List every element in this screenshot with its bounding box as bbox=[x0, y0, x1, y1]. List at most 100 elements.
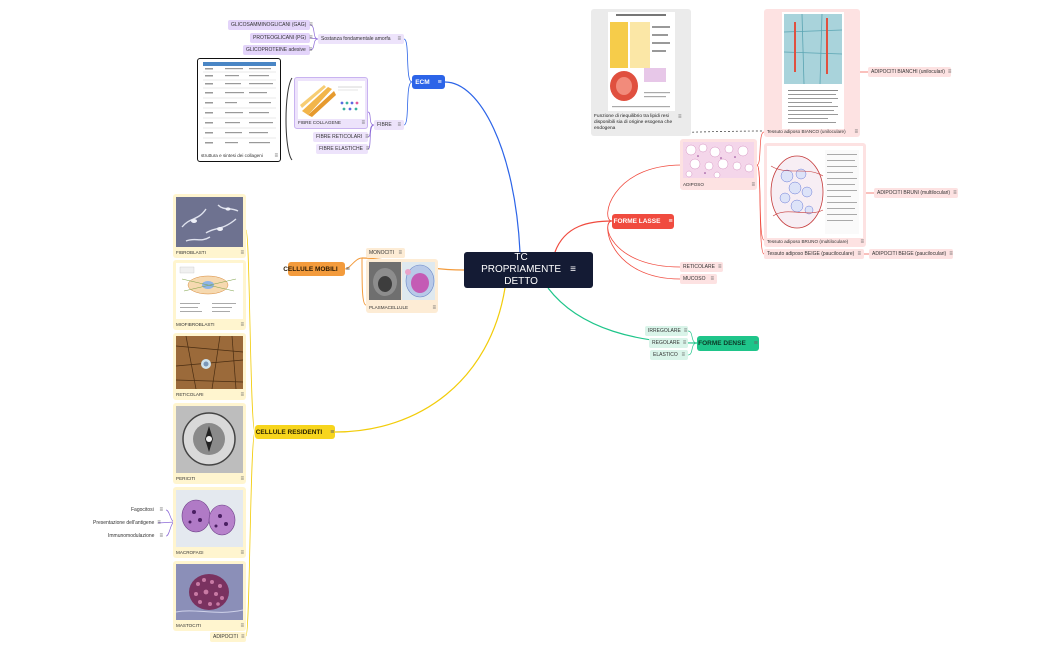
menu-icon[interactable]: ≡ bbox=[274, 153, 278, 159]
miofibroblasti-label: MIOFIBROBLASTI bbox=[176, 322, 215, 327]
gag-node[interactable]: GLICOSAMMINOGLICANI (GAG) ≡ bbox=[228, 20, 313, 30]
forme-lasse-node[interactable]: FORME LASSE ≡ bbox=[612, 214, 674, 229]
menu-icon[interactable]: ≡ bbox=[365, 134, 369, 140]
adipociti-beige-node[interactable]: ADIPOCITI BEIGE (pauciloculari) ≡ bbox=[869, 249, 953, 259]
regolare-label: REGOLARE bbox=[652, 340, 680, 346]
menu-icon[interactable]: ≡ bbox=[397, 122, 401, 128]
macrofagi-node[interactable]: MACROFAGI ≡ bbox=[173, 487, 246, 558]
forme-dense-node[interactable]: FORME DENSE ≡ bbox=[697, 336, 759, 351]
link-ecm-fibre bbox=[403, 81, 413, 126]
ecm-label: ECM bbox=[415, 78, 430, 86]
fibre-reticolari-node[interactable]: FIBRE RETICOLARI ≡ bbox=[313, 132, 369, 142]
cellule-residenti-node[interactable]: CELLULE RESIDENTI ≡ bbox=[255, 425, 335, 439]
mucoso-node[interactable]: MUCOSO ≡ bbox=[680, 274, 717, 284]
menu-icon[interactable]: ≡ bbox=[241, 634, 245, 640]
menu-icon[interactable]: ≡ bbox=[309, 35, 313, 41]
menu-icon[interactable]: ≡ bbox=[365, 146, 370, 152]
menu-icon[interactable]: ≡ bbox=[432, 305, 436, 311]
pg-node[interactable]: PROTEOGLICANI (PG) ≡ bbox=[250, 33, 313, 43]
menu-icon[interactable]: ≡ bbox=[330, 428, 335, 436]
elastico-node[interactable]: ELASTICO ≡ bbox=[650, 350, 688, 360]
link-fibre-elastiche bbox=[367, 124, 375, 150]
menu-icon[interactable]: ≡ bbox=[678, 114, 682, 120]
fibroblasti-label: FIBROBLASTI bbox=[176, 250, 206, 255]
fagocitosi-node[interactable]: Fagocitosi ≡ bbox=[128, 505, 166, 515]
menu-icon[interactable]: ≡ bbox=[681, 352, 685, 358]
bianco-image bbox=[782, 12, 844, 129]
menu-icon[interactable]: ≡ bbox=[570, 264, 576, 275]
immunomodulazione-node[interactable]: Immunomodulazione ≡ bbox=[105, 531, 166, 541]
bruno-image bbox=[767, 146, 863, 238]
funzione-image bbox=[608, 12, 675, 111]
root-node[interactable]: TC PROPRIAMENTE DETTO ≡ bbox=[464, 252, 593, 288]
adiposo-node[interactable]: ADIPOSO ≡ bbox=[680, 139, 757, 190]
mucoso-label: MUCOSO bbox=[683, 276, 706, 282]
periciti-node[interactable]: PERICITI ≡ bbox=[173, 403, 246, 484]
menu-icon[interactable]: ≡ bbox=[309, 22, 313, 28]
menu-icon[interactable]: ≡ bbox=[240, 250, 244, 256]
menu-icon[interactable]: ≡ bbox=[717, 264, 722, 270]
plasmacellule-image-2 bbox=[402, 262, 435, 300]
menu-icon[interactable]: ≡ bbox=[345, 265, 350, 273]
menu-icon[interactable]: ≡ bbox=[753, 340, 758, 347]
fibroblasti-caption: FIBROBLASTI ≡ bbox=[176, 250, 244, 256]
fagocitosi-label: Fagocitosi bbox=[131, 507, 154, 513]
beige-node[interactable]: Tessuto adiposo BEIGE (paucilocuIare) ≡ bbox=[764, 249, 864, 259]
irregolare-node[interactable]: IRREGOLARE ≡ bbox=[645, 326, 688, 336]
link-lasse-mucoso bbox=[607, 220, 681, 280]
menu-icon[interactable]: ≡ bbox=[397, 36, 401, 42]
link-mobili-plasma bbox=[361, 257, 367, 306]
menu-icon[interactable]: ≡ bbox=[683, 328, 688, 334]
glicoproteine-node[interactable]: GLICOPROTEINE adesive ≡ bbox=[243, 45, 313, 55]
menu-icon[interactable]: ≡ bbox=[398, 250, 402, 256]
menu-icon[interactable]: ≡ bbox=[947, 69, 952, 75]
menu-icon[interactable]: ≡ bbox=[159, 533, 163, 539]
fibre-elastiche-node[interactable]: FIBRE ELASTICHE ≡ bbox=[316, 144, 370, 154]
fibre-reticolari-label: FIBRE RETICOLARI bbox=[316, 134, 363, 140]
collageni-node[interactable]: struttura e sintesi dei collageni ≡ bbox=[197, 58, 281, 162]
mastociti-node[interactable]: MASTOCITI ≡ bbox=[173, 561, 246, 631]
bruno-node[interactable]: Tessuto adiposo BRUNO (multiloculare) ≡ bbox=[764, 143, 866, 247]
fibre-collagene-node[interactable]: FIBRE COLLAGENE ≡ bbox=[294, 77, 368, 129]
funzione-node[interactable]: Funzione di riequilibrio tra lipidi resi… bbox=[591, 9, 691, 136]
bianco-label: Tessuto adiposo BIANCO (uniloculare) bbox=[767, 129, 846, 134]
menu-icon[interactable]: ≡ bbox=[240, 322, 244, 328]
menu-icon[interactable]: ≡ bbox=[240, 550, 244, 556]
menu-icon[interactable]: ≡ bbox=[240, 392, 244, 398]
menu-icon[interactable]: ≡ bbox=[949, 251, 953, 257]
adipociti-bruni-node[interactable]: ADIPOCITI BRUNI (multiloculari) ≡ bbox=[874, 188, 958, 198]
menu-icon[interactable]: ≡ bbox=[710, 276, 714, 282]
menu-icon[interactable]: ≡ bbox=[159, 507, 163, 513]
menu-icon[interactable]: ≡ bbox=[751, 182, 755, 188]
menu-icon[interactable]: ≡ bbox=[682, 340, 687, 346]
sostanza-node[interactable]: Sostanza fondamentale amorfa ≡ bbox=[318, 34, 404, 44]
ecm-node[interactable]: ECM ≡ bbox=[412, 75, 445, 89]
collageni-caption: struttura e sintesi dei collageni ≡ bbox=[201, 153, 278, 159]
bianco-node[interactable]: Tessuto adiposo BIANCO (uniloculare) ≡ bbox=[764, 9, 860, 137]
menu-icon[interactable]: ≡ bbox=[361, 120, 365, 126]
cellule-mobili-node[interactable]: CELLULE MOBILI ≡ bbox=[283, 262, 350, 276]
menu-icon[interactable]: ≡ bbox=[857, 251, 861, 257]
menu-icon[interactable]: ≡ bbox=[860, 239, 864, 245]
fibroblasti-node[interactable]: FIBROBLASTI ≡ bbox=[173, 194, 246, 258]
menu-icon[interactable]: ≡ bbox=[437, 78, 442, 86]
menu-icon[interactable]: ≡ bbox=[308, 47, 313, 53]
menu-icon[interactable]: ≡ bbox=[953, 190, 957, 196]
reticolare-node[interactable]: RETICOLARE ≡ bbox=[680, 262, 723, 272]
menu-icon[interactable]: ≡ bbox=[240, 476, 244, 482]
plasmacellule-node[interactable]: PLASMACELLULE ≡ bbox=[366, 259, 438, 313]
adipociti-bianchi-node[interactable]: ADIPOCITI BIANCHI (uniloculari) ≡ bbox=[868, 67, 951, 77]
monociti-node[interactable]: MONOCITI ≡ bbox=[366, 248, 405, 258]
adipociti-node[interactable]: ADIPOCITI ≡ bbox=[210, 632, 246, 642]
menu-icon[interactable]: ≡ bbox=[854, 129, 858, 135]
presentazione-node[interactable]: Presentazione dell'antigene ≡ bbox=[90, 518, 161, 528]
mastociti-image bbox=[176, 564, 243, 620]
menu-icon[interactable]: ≡ bbox=[240, 623, 244, 629]
reticolari-node[interactable]: RETICOLARI ≡ bbox=[173, 333, 246, 400]
fibre-node[interactable]: FIBRE ≡ bbox=[374, 120, 404, 130]
miofibroblasti-node[interactable]: MIOFIBROBLASTI ≡ bbox=[173, 260, 246, 330]
immunomodulazione-label: Immunomodulazione bbox=[108, 533, 155, 539]
regolare-node[interactable]: REGOLARE ≡ bbox=[649, 338, 688, 348]
menu-icon[interactable]: ≡ bbox=[157, 520, 161, 526]
menu-icon[interactable]: ≡ bbox=[668, 218, 673, 225]
